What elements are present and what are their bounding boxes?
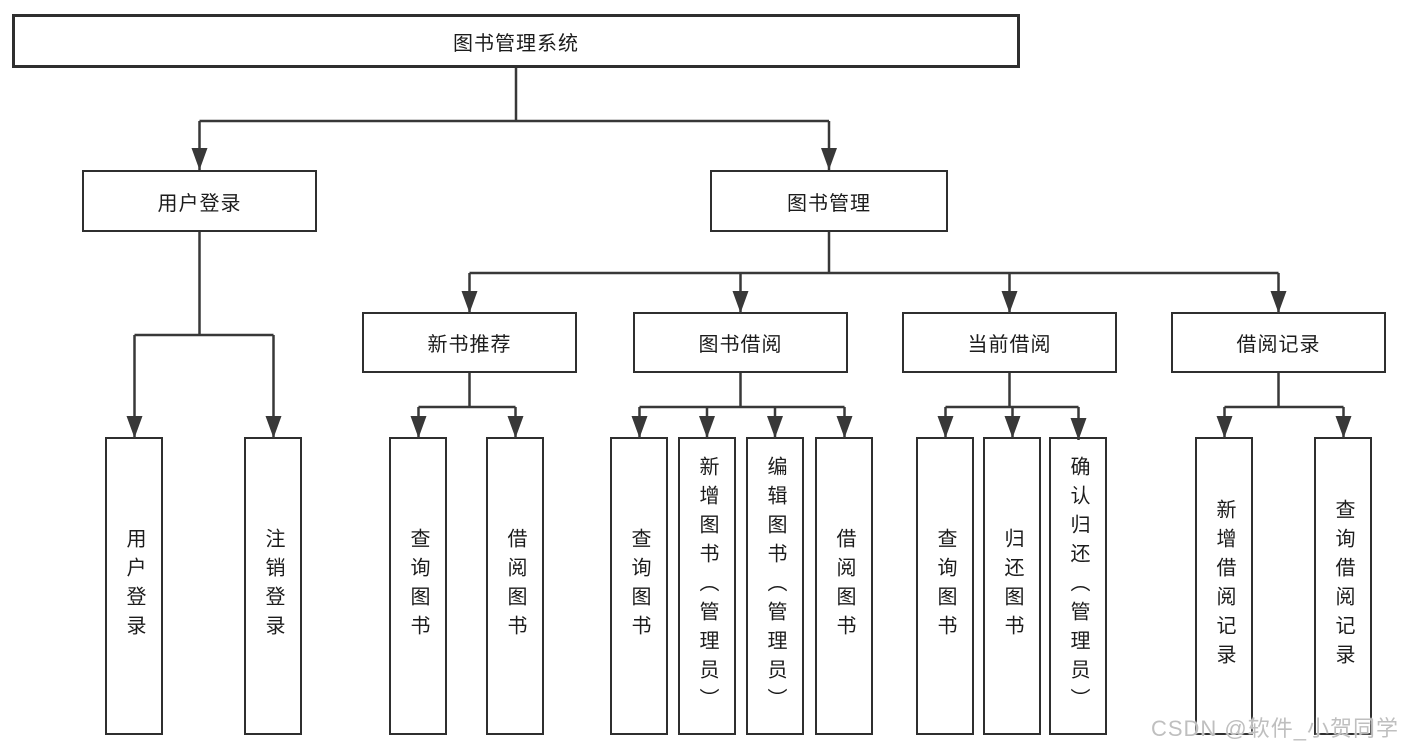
leaf-label: 查询图书 bbox=[934, 528, 956, 644]
node-book-borrow: 图书借阅 bbox=[633, 312, 848, 373]
leaf-query-borrow-record: 查询借阅记录 bbox=[1314, 437, 1372, 735]
leaf-return-books: 归还图书 bbox=[983, 437, 1041, 735]
node-borrow-records: 借阅记录 bbox=[1171, 312, 1386, 373]
node-label: 图书借阅 bbox=[698, 334, 783, 356]
node-label: 当前借阅 bbox=[967, 334, 1052, 356]
leaf-label: 用户登录 bbox=[123, 528, 145, 644]
leaf-label: 借阅图书 bbox=[504, 528, 526, 644]
node-root: 图书管理系统 bbox=[12, 14, 1020, 68]
leaf-edit-book-admin: 编辑图书（管理员） bbox=[746, 437, 804, 735]
leaf-query-books-current: 查询图书 bbox=[916, 437, 974, 735]
leaf-borrow-books-recommend: 借阅图书 bbox=[486, 437, 544, 735]
leaf-confirm-return-admin: 确认归还（管理员） bbox=[1049, 437, 1107, 735]
leaf-user-login: 用户登录 bbox=[105, 437, 163, 735]
leaf-label: 借阅图书 bbox=[833, 528, 855, 644]
leaf-label: 查询借阅记录 bbox=[1332, 499, 1354, 673]
leaf-add-borrow-record: 新增借阅记录 bbox=[1195, 437, 1253, 735]
node-book-management: 图书管理 bbox=[710, 170, 948, 232]
node-user-login: 用户登录 bbox=[82, 170, 317, 232]
leaf-query-books-recommend: 查询图书 bbox=[389, 437, 447, 735]
node-label: 图书管理系统 bbox=[453, 32, 579, 55]
leaf-query-books-borrow: 查询图书 bbox=[610, 437, 668, 735]
leaf-label: 确认归还（管理员） bbox=[1067, 455, 1089, 717]
leaf-add-book-admin: 新增图书（管理员） bbox=[678, 437, 736, 735]
leaf-label: 查询图书 bbox=[628, 528, 650, 644]
node-label: 图书管理 bbox=[787, 192, 871, 215]
leaf-label: 注销登录 bbox=[262, 528, 284, 644]
node-new-book-recommend: 新书推荐 bbox=[362, 312, 577, 373]
watermark: CSDN @软件_小贺同学 bbox=[1150, 716, 1399, 741]
node-current-borrow: 当前借阅 bbox=[902, 312, 1117, 373]
leaf-label: 新增图书（管理员） bbox=[696, 455, 718, 717]
node-label: 借阅记录 bbox=[1236, 334, 1321, 356]
node-label: 新书推荐 bbox=[427, 334, 512, 356]
leaf-logout: 注销登录 bbox=[244, 437, 302, 735]
leaf-label: 新增借阅记录 bbox=[1213, 499, 1235, 673]
leaf-label: 编辑图书（管理员） bbox=[764, 455, 786, 717]
leaf-label: 查询图书 bbox=[407, 528, 429, 644]
leaf-borrow-books-borrow: 借阅图书 bbox=[815, 437, 873, 735]
node-label: 用户登录 bbox=[157, 192, 242, 215]
leaf-label: 归还图书 bbox=[1001, 528, 1023, 644]
